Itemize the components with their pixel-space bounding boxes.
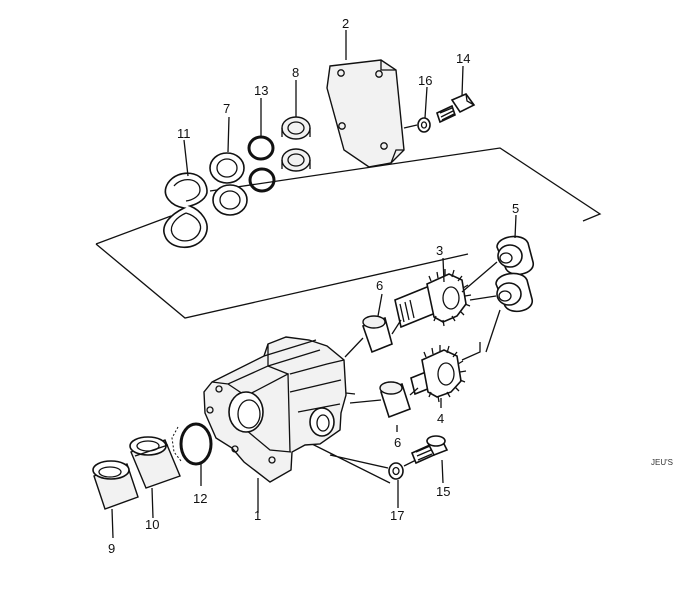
callout-8: 8 [292,65,299,80]
callout-6-lower: 6 [394,435,401,450]
part-14-bolt [436,93,476,124]
callout-7: 7 [223,101,230,116]
part-16-washer [417,117,431,133]
callout-3: 3 [436,243,443,258]
part-2-end-cover [326,59,405,168]
callout-13: 13 [254,83,268,98]
callout-14: 14 [456,51,470,66]
part-17-washer [388,462,404,480]
callout-15: 15 [436,484,450,499]
part-1-pump-body [203,336,347,483]
part-13-o-rings [247,135,276,193]
side-note: JEU'S [651,458,673,467]
callout-leaders [111,30,517,539]
callout-5: 5 [512,201,519,216]
part-7-ring [209,152,248,216]
part-8-wear-plates [281,116,311,172]
part-9-bushing [92,460,139,510]
part-4-driven-gear [410,345,467,403]
leader-2-16 [403,124,418,129]
callout-12: 12 [193,491,207,506]
part-5-bearing-blocks [495,235,534,313]
part-12-o-ring [171,422,213,466]
callout-11: 11 [177,126,191,141]
callout-9: 9 [108,541,115,556]
part-6-bushing-lower [379,381,411,419]
part-6-bushing-upper [361,315,393,354]
part-11-seal [163,172,208,249]
callout-2: 2 [342,16,349,31]
assembly-plane-outline [95,147,602,319]
callout-10: 10 [145,517,159,532]
callout-6-upper: 6 [376,278,383,293]
callout-16: 16 [418,73,432,88]
callout-17: 17 [390,508,404,523]
callout-1: 1 [254,508,261,523]
part-15-bolt [410,435,449,465]
axis-lines [299,261,501,484]
part-10-bushing [129,436,181,489]
part-3-drive-gear [394,269,472,329]
callout-4: 4 [437,411,444,426]
